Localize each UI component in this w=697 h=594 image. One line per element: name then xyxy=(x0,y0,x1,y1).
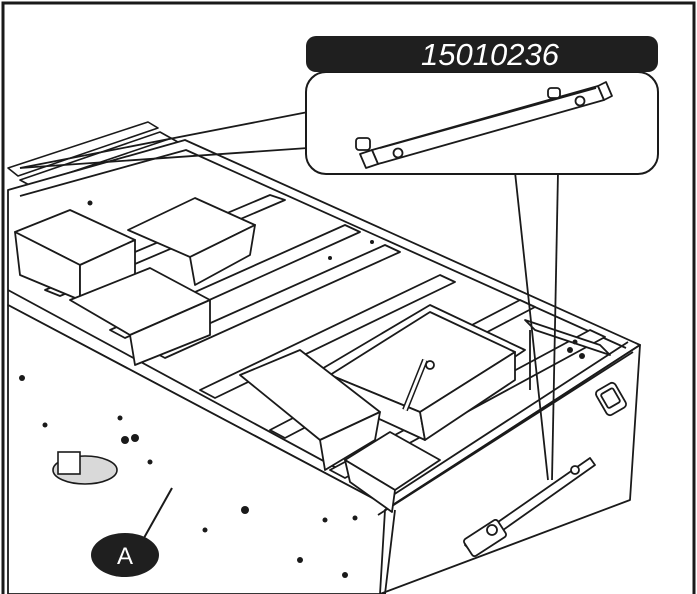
drawer-side-panel xyxy=(7,304,396,594)
inset-brace-bar xyxy=(355,81,613,169)
part-number-bar: 15010236 xyxy=(306,36,658,72)
callout-a: A xyxy=(91,487,173,577)
drawer-unit xyxy=(7,139,641,594)
leader-lines xyxy=(19,111,559,481)
detail-inset xyxy=(305,71,659,175)
callout-letter: A xyxy=(117,543,133,570)
front-latch xyxy=(595,381,627,417)
caster-wheel xyxy=(52,451,118,485)
part-number-label: 15010236 xyxy=(421,37,560,72)
fastener-dots xyxy=(19,200,585,578)
